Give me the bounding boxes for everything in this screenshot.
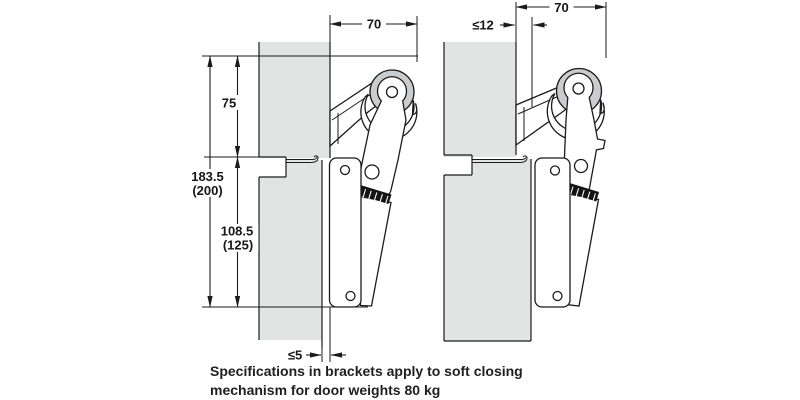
screw-hole-top xyxy=(549,165,561,176)
label-bg xyxy=(216,224,259,252)
screw-hole-top xyxy=(339,164,351,176)
label-bg xyxy=(217,95,241,110)
door-panel xyxy=(259,160,322,340)
screw-hole-bottom xyxy=(345,290,356,302)
dim-width-label: 70 xyxy=(554,0,568,15)
frame-panel-edges xyxy=(258,42,331,178)
dim-gap-label: ≤5 xyxy=(288,348,302,363)
roller-axle xyxy=(572,82,585,95)
caption: Specifications in brackets apply to soft… xyxy=(210,362,630,400)
frame-panel xyxy=(444,42,516,157)
frame-panel xyxy=(259,42,330,158)
dim-lower-alt-label: (125) xyxy=(223,238,253,253)
label-bg xyxy=(549,1,574,14)
dim-upper-label: 75 xyxy=(222,96,236,111)
door-top-profile xyxy=(286,155,319,163)
label-bg xyxy=(362,17,386,31)
caption-line-1: Specifications in brackets apply to soft… xyxy=(210,363,523,379)
left-view: 183.5 (200) 75 108.5 (125) 70 ≤5 xyxy=(188,15,418,363)
soft-close-mechanism xyxy=(328,69,418,308)
mounting-plate xyxy=(328,157,362,308)
dim-gap-label: ≤12 xyxy=(472,18,494,33)
roller-axle xyxy=(385,85,399,99)
door-panel xyxy=(444,159,531,341)
door-panel-edges xyxy=(443,159,532,342)
mounting-arm xyxy=(329,82,382,148)
label-bg xyxy=(188,169,228,197)
dim-width-label: 70 xyxy=(367,17,381,32)
caption-line-2: mechanism for door weights 80 kg xyxy=(210,382,441,398)
lever-pivot xyxy=(364,164,380,180)
extension-lines xyxy=(321,15,418,362)
dim-total-alt-label: (200) xyxy=(192,183,222,198)
lever-pivot xyxy=(573,158,589,174)
door-top-profile xyxy=(472,155,528,163)
dim-lower-label: 108.5 xyxy=(221,224,254,239)
soft-close-mechanism xyxy=(515,67,606,308)
damper-body xyxy=(359,195,392,307)
frame-panel-edges xyxy=(443,42,517,176)
right-view: 70 ≤12 xyxy=(443,0,607,342)
damper-spring xyxy=(352,183,392,204)
screw-hole-bottom xyxy=(552,290,563,302)
door-panel-edges xyxy=(258,160,323,348)
mounting-plate xyxy=(534,157,571,308)
dim-total-label: 183.5 xyxy=(191,169,224,184)
